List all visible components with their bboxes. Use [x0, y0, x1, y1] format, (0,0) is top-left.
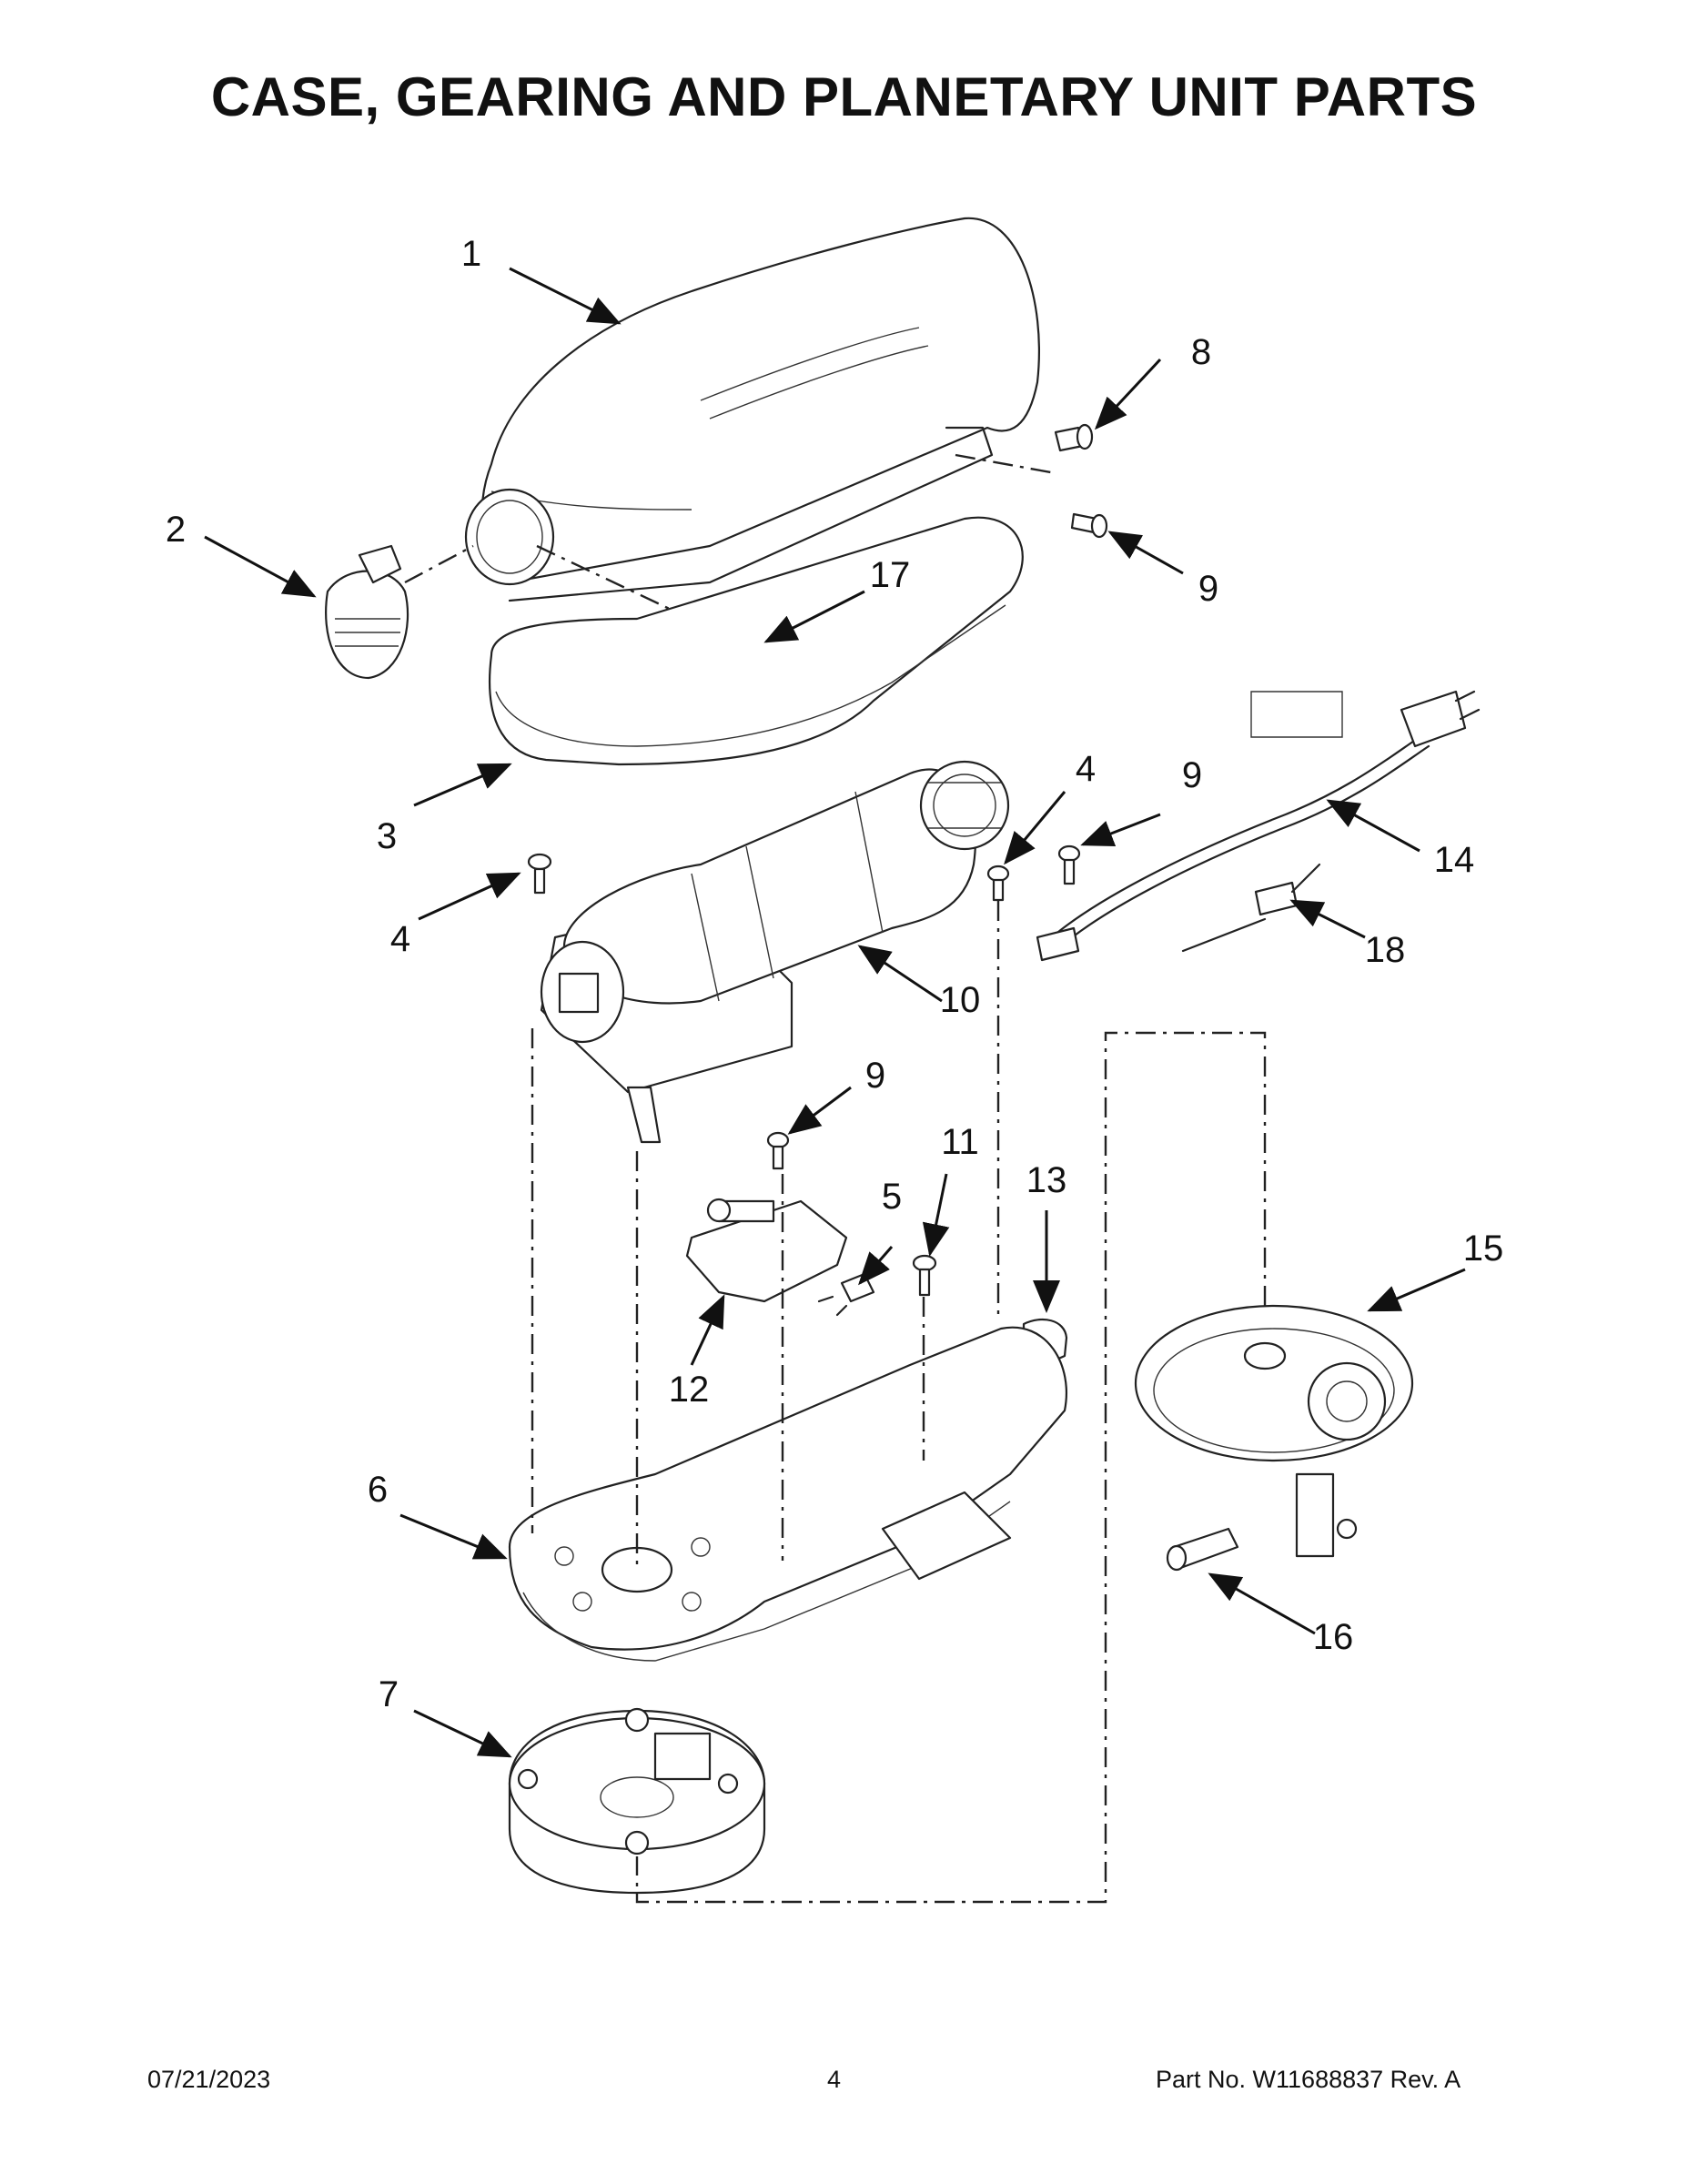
part-power-cord [1036, 690, 1481, 962]
part-screw-9-lower [766, 1131, 790, 1170]
part-hub-cover [325, 544, 409, 680]
part-case-housing [464, 217, 1040, 602]
callout-13: 13 [1026, 1160, 1067, 1200]
callout-18: 18 [1365, 930, 1406, 970]
callout-6: 6 [368, 1470, 388, 1510]
callout-17: 17 [870, 555, 911, 595]
part-gear-case [508, 1326, 1067, 1662]
part-screw-4-right [986, 864, 1010, 902]
part-filter [1181, 863, 1321, 953]
callout-14: 14 [1434, 840, 1475, 880]
part-pin [1166, 1527, 1239, 1572]
callout-9-lower: 9 [865, 1056, 885, 1096]
callout-15: 15 [1463, 1228, 1504, 1269]
part-switch [817, 1272, 875, 1317]
callout-arrows [204, 267, 1466, 1758]
part-motor-assembly [540, 760, 1010, 1144]
callout-7: 7 [379, 1674, 399, 1714]
page-title: CASE, GEARING AND PLANETARY UNIT PARTS [210, 66, 1478, 127]
callout-4-right: 4 [1076, 749, 1096, 789]
callout-12: 12 [669, 1370, 710, 1410]
callout-5: 5 [882, 1177, 902, 1217]
callout-3: 3 [377, 816, 397, 856]
callout-2: 2 [166, 510, 186, 550]
callout-16: 16 [1313, 1617, 1354, 1657]
part-screw-4-left [527, 853, 552, 895]
part-planetary-ring [508, 1707, 766, 1895]
callout-10: 10 [940, 980, 981, 1020]
footer-page-number: 4 [827, 2066, 842, 2093]
callout-9-mid: 9 [1182, 755, 1202, 795]
part-screw-11 [912, 1254, 937, 1297]
callout-8: 8 [1191, 332, 1211, 372]
footer-date: 07/21/2023 [147, 2066, 271, 2093]
callout-9-top: 9 [1198, 569, 1218, 609]
part-screw-9-top [1070, 512, 1108, 539]
part-control-board [685, 1198, 848, 1303]
callout-4-left: 4 [390, 919, 410, 959]
callout-1: 1 [461, 234, 481, 274]
part-planetary-unit [1134, 1304, 1414, 1558]
footer-part-number: Part No. W11688837 Rev. A [1156, 2066, 1461, 2093]
part-screw-8 [1054, 423, 1094, 452]
part-trim-band [489, 516, 1024, 766]
part-screw-9-mid [1057, 844, 1081, 885]
callout-11: 11 [941, 1122, 979, 1162]
